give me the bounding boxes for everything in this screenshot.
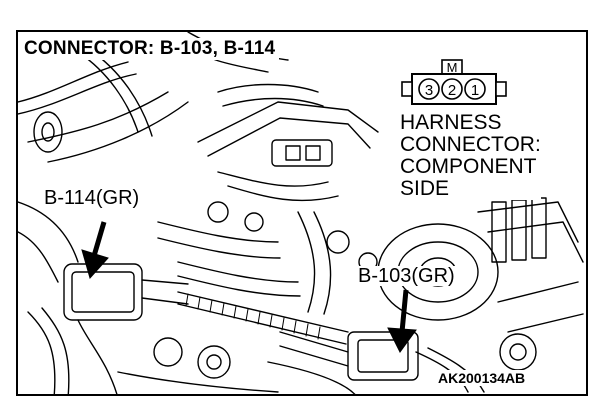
pin-3: 3 bbox=[425, 82, 433, 99]
callout-b103: B-103(GR) bbox=[356, 265, 457, 287]
harness-line-3: COMPONENT bbox=[400, 155, 537, 178]
harness-key-label: M bbox=[447, 60, 458, 75]
harness-line-2: CONNECTOR: bbox=[400, 133, 541, 156]
callout-b114: B-114(GR) bbox=[42, 187, 142, 209]
pointer-arrow-icon bbox=[387, 289, 417, 353]
pin-1: 1 bbox=[471, 82, 479, 99]
engine-bay-illustration bbox=[18, 32, 584, 394]
harness-connector-label: HARNESS CONNECTOR: COMPONENT SIDE bbox=[398, 112, 541, 200]
page-title: CONNECTOR: B-103, B-114 bbox=[20, 38, 280, 60]
connector-pinout-icon: M 3 2 1 bbox=[396, 58, 514, 108]
harness-line-4: SIDE bbox=[400, 177, 450, 200]
harness-line-1: HARNESS bbox=[400, 111, 502, 134]
pin-2: 2 bbox=[448, 82, 456, 99]
pointer-arrow-icon bbox=[81, 221, 109, 280]
figure-code: AK200134AB bbox=[436, 370, 528, 386]
